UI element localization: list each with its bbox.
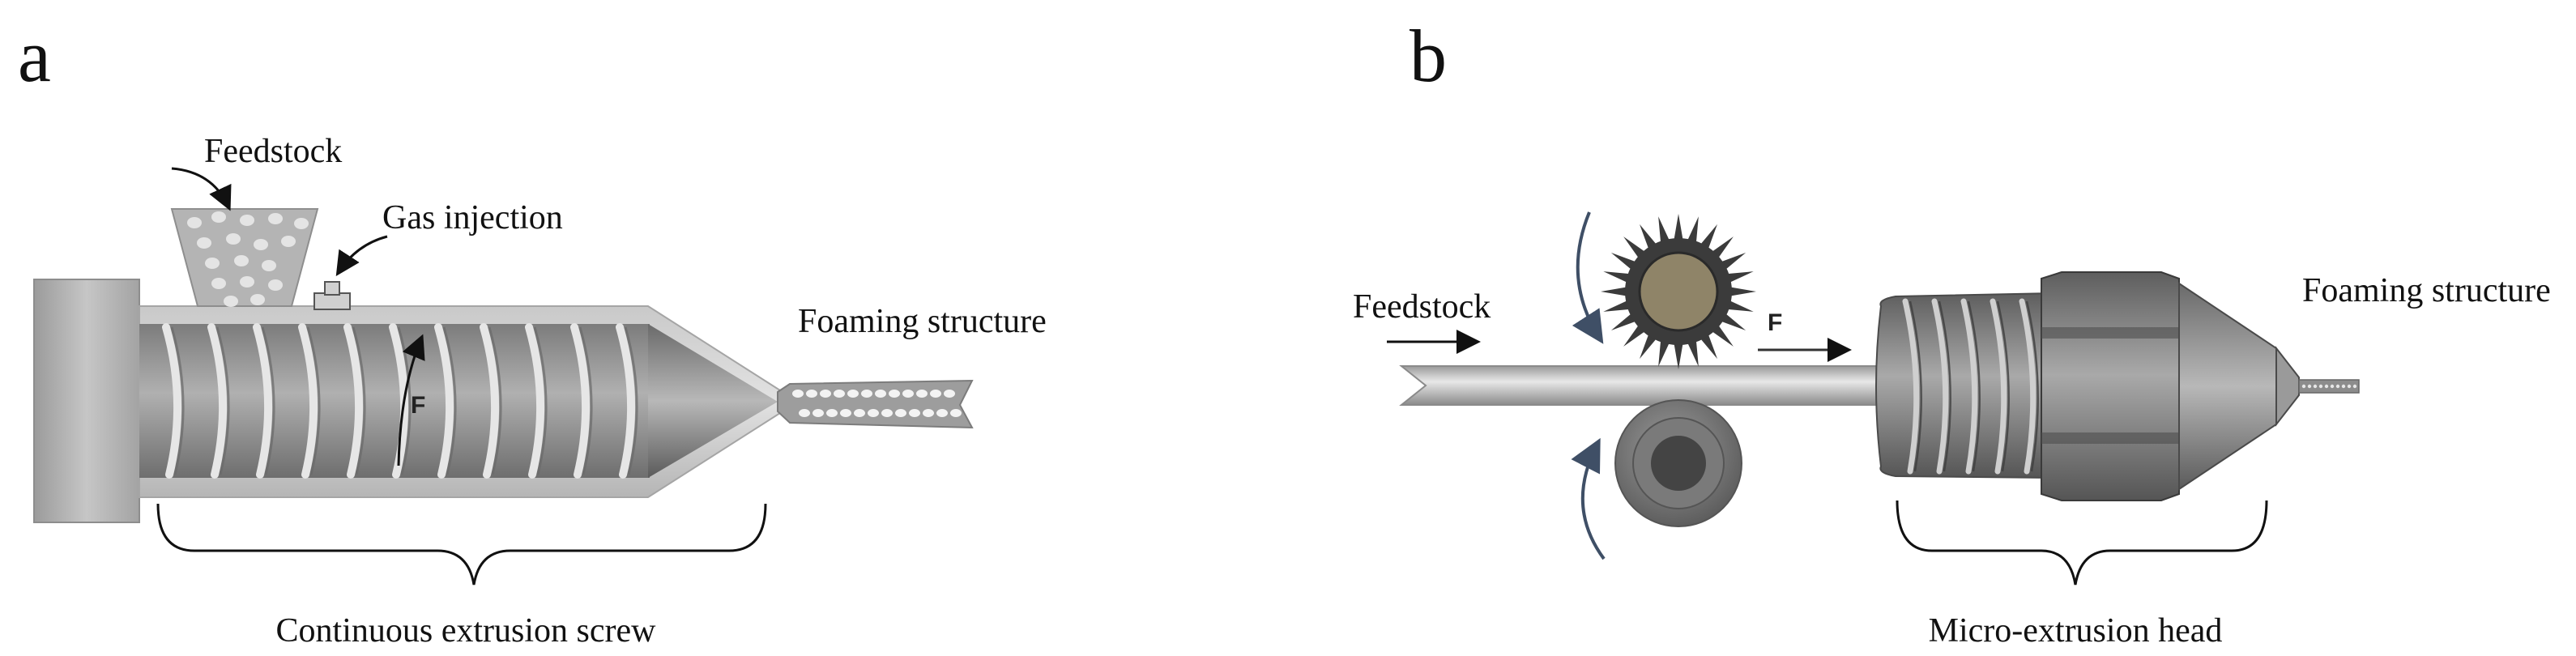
panel-a-letter: a <box>18 15 51 97</box>
gas-injection-arrow <box>335 235 388 277</box>
foaming-structure-label-a: Foaming structure <box>798 303 1047 340</box>
nozzle-cone <box>2178 282 2277 491</box>
head-nut <box>2041 271 2180 501</box>
foam-pores <box>792 390 962 417</box>
gas-injection-port <box>313 281 351 310</box>
feedstock-arrow-a <box>171 167 232 211</box>
extruder-barrel <box>139 305 800 498</box>
screw-brace <box>156 503 767 586</box>
feedstock-label-a: Feedstock <box>204 133 342 170</box>
force-label-b: F <box>1768 309 1782 336</box>
feed-hopper <box>170 208 319 307</box>
panel-a: a Feedstock Ga <box>18 15 1047 650</box>
foamed-extrudate <box>777 379 974 429</box>
feedstock-pellets <box>187 211 309 307</box>
gear-roller <box>1601 214 1756 369</box>
lower-roller <box>1614 399 1742 527</box>
feedstock-filament <box>1399 365 1890 406</box>
head-label: Micro-extrusion head <box>1929 612 2223 650</box>
roller-rotation-arrow <box>1571 437 1606 560</box>
head-screw-flights <box>1902 298 2039 475</box>
gear-rotation-arrow <box>1572 211 1604 344</box>
panel-b: b Feedstock F <box>1353 15 2551 650</box>
screw-tip <box>648 324 778 478</box>
foaming-structure-label-b: Foaming structure <box>2302 272 2551 309</box>
screw-label: Continuous extrusion screw <box>276 612 657 650</box>
micro-extrusion-head <box>1875 271 2300 501</box>
gear-hub <box>1638 251 1719 332</box>
feedstock-label-b: Feedstock <box>1353 288 1491 326</box>
force-label-a: F <box>411 392 425 419</box>
panel-b-letter: b <box>1410 15 1447 97</box>
foamed-filament <box>2298 379 2360 394</box>
head-brace <box>1896 500 2268 586</box>
gas-injection-label: Gas injection <box>382 199 563 236</box>
force-arrow-a <box>397 334 425 466</box>
end-block <box>33 279 140 523</box>
